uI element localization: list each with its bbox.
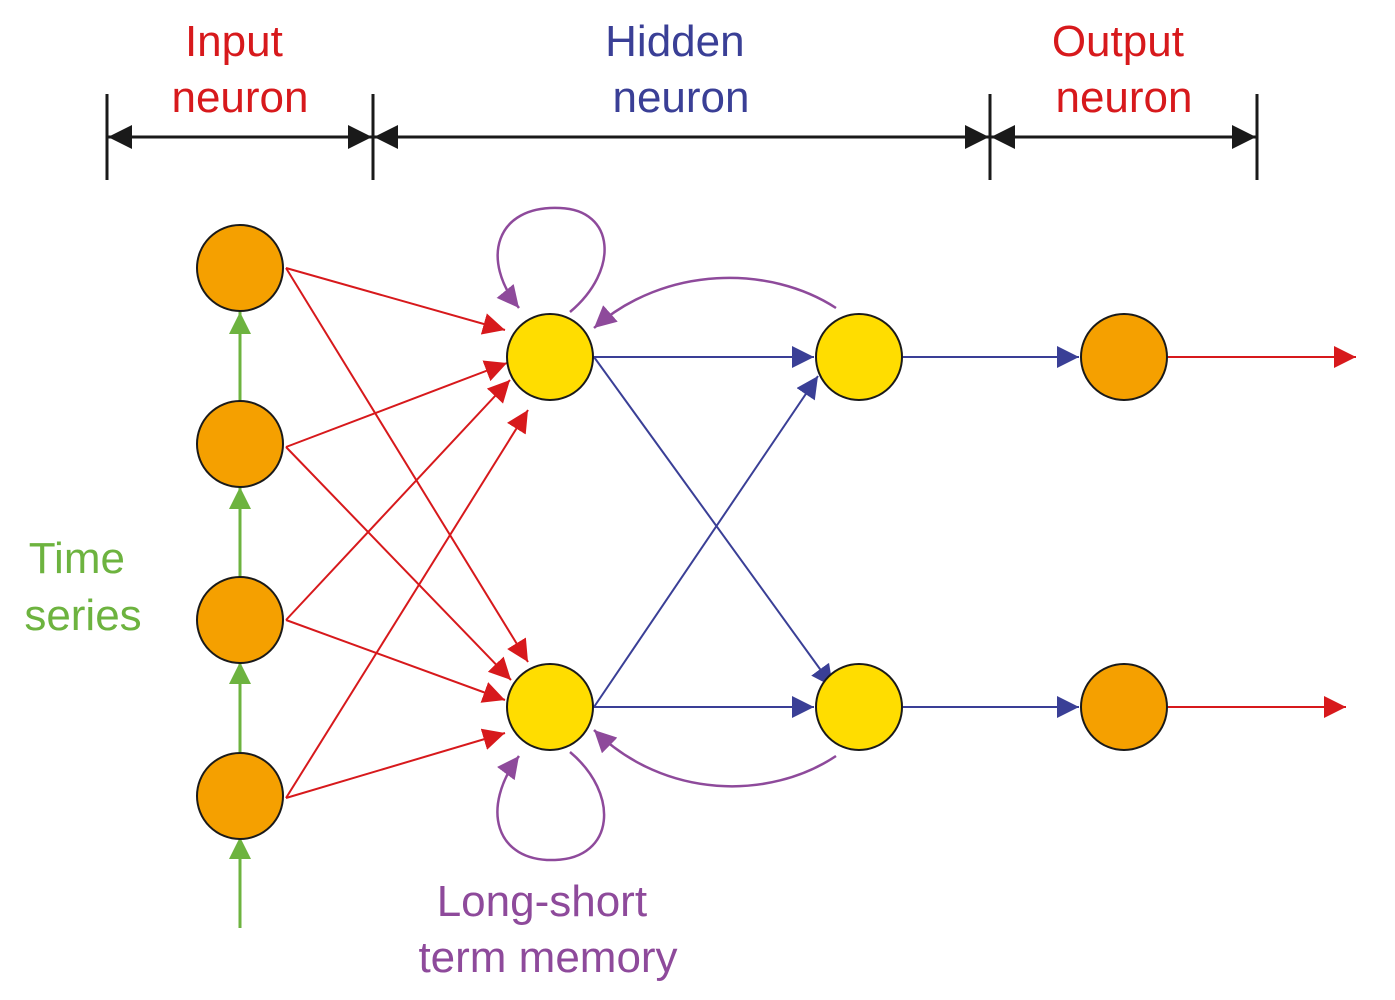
edge-i2-h2 — [285, 446, 512, 681]
edge-i3-h2 — [285, 619, 506, 703]
edge-i1-h2 — [285, 267, 529, 663]
time-series-label: Time series — [24, 534, 141, 640]
hidden-edges — [593, 346, 1079, 718]
feedback-h4-h2 — [593, 729, 837, 788]
output-neuron-label: Output neuron — [1052, 17, 1196, 122]
input-neuron-label: Input neuron — [171, 17, 308, 122]
time-series-line1: Time — [29, 534, 125, 583]
edge-i2-h1 — [285, 360, 508, 448]
neurons — [196, 224, 1168, 840]
hidden-neuron-label: Hidden neuron — [605, 17, 757, 122]
feedback-h3-h1 — [593, 276, 837, 329]
lstm-line2: term memory — [418, 933, 677, 982]
span-brackets — [105, 94, 1259, 180]
input-label-line1: Input — [185, 17, 283, 66]
self-loop-h1 — [496, 206, 606, 313]
input-to-hidden-edges — [285, 267, 529, 799]
edge-h2-h3 — [593, 375, 819, 708]
edge-i1-h1 — [285, 267, 506, 335]
output-neuron-1 — [1080, 313, 1168, 401]
self-loop-h2 — [496, 751, 606, 862]
output-edges — [1167, 346, 1356, 718]
edge-i3-h1 — [285, 379, 511, 621]
edge-i4-h1 — [285, 409, 529, 799]
lstm-label: Long-short term memory — [418, 877, 677, 982]
input-neuron-1 — [196, 224, 284, 312]
input-neuron-3 — [196, 576, 284, 664]
hidden-label-line2: neuron — [612, 73, 749, 122]
edge-h1-h4 — [593, 356, 834, 688]
lstm-arcs — [496, 206, 837, 862]
hidden-neuron-3 — [815, 313, 903, 401]
output-label-line2: neuron — [1055, 73, 1192, 122]
hidden-label-line1: Hidden — [605, 17, 744, 66]
edge-i4-h2 — [285, 728, 506, 799]
input-label-line2: neuron — [171, 73, 308, 122]
hidden-neuron-1 — [506, 313, 594, 401]
input-neuron-2 — [196, 400, 284, 488]
hidden-neuron-2 — [506, 663, 594, 751]
output-neuron-2 — [1080, 663, 1168, 751]
output-label-line1: Output — [1052, 17, 1184, 66]
time-series-line2: series — [24, 591, 141, 640]
hidden-neuron-4 — [815, 663, 903, 751]
lstm-line1: Long-short — [437, 877, 647, 926]
input-neuron-4 — [196, 752, 284, 840]
